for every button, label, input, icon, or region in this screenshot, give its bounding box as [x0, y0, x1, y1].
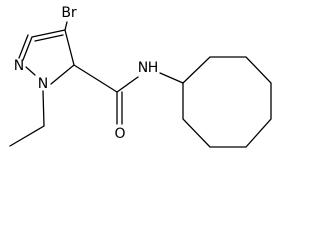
bond-n2-c3 [22, 36, 33, 61]
atom-label-nh-n: N [138, 60, 148, 76]
atom-label-o: O [114, 126, 125, 142]
cyclooctane-ring [182, 56, 272, 148]
bond-n-cyclooctyl [159, 72, 184, 84]
bond-n1-ch2 [42, 90, 45, 127]
bond-c4-br [64, 21, 68, 31]
bond-c5-n1 [50, 64, 75, 85]
bond-c3-c4 [31, 29, 66, 38]
bond-c4-c5 [64, 29, 75, 66]
bond-c5-carbonyl [73, 64, 118, 93]
atom-label-n-ring-upper: N [14, 58, 24, 74]
structure-canvas: Br N N N H O [9, 5, 272, 148]
bond-ch2-ch3 [9, 125, 45, 147]
bond-carbonyl-n [116, 76, 139, 93]
atom-label-n-ring-lower: N [38, 76, 48, 92]
bond-n1-n2 [25, 66, 36, 76]
molecule-drawing: Br N N N H O [9, 5, 272, 148]
bond-c3-c4-double [34, 34, 64, 42]
bond-n2-c3-double [18, 34, 29, 59]
atom-label-nh-h: H [148, 60, 159, 76]
atom-label-br: Br [61, 5, 77, 21]
